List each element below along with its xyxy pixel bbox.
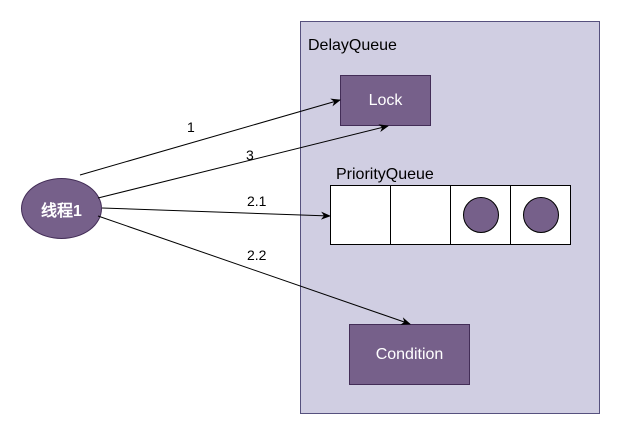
edge-2-1-line bbox=[101, 207, 331, 220]
queue-slot-4 bbox=[511, 186, 570, 244]
edge-2-1-label: 2.1 bbox=[247, 193, 267, 209]
condition-label: Condition bbox=[375, 345, 444, 363]
edge-3-label: 3 bbox=[246, 147, 254, 163]
delayqueue-label: DelayQueue bbox=[308, 37, 397, 54]
queue-element bbox=[462, 197, 499, 233]
queue-slot-3 bbox=[451, 186, 511, 244]
thread-node: 线程1 bbox=[21, 178, 102, 239]
edge-3-line bbox=[97, 124, 389, 199]
priorityqueue-array bbox=[330, 185, 571, 245]
condition-node: Condition bbox=[349, 324, 470, 385]
edge-1-label: 1 bbox=[187, 119, 195, 135]
queue-slot-1 bbox=[331, 186, 391, 244]
thread-label: 线程1 bbox=[41, 202, 82, 220]
priorityqueue-label: PriorityQueue bbox=[336, 166, 434, 183]
edge-2-2-label: 2.2 bbox=[247, 247, 267, 263]
queue-slot-2 bbox=[391, 186, 451, 244]
edge-2-2-line bbox=[97, 215, 411, 325]
edge-1-line bbox=[79, 98, 341, 176]
lock-label: Lock bbox=[368, 91, 403, 109]
queue-element bbox=[522, 197, 559, 233]
